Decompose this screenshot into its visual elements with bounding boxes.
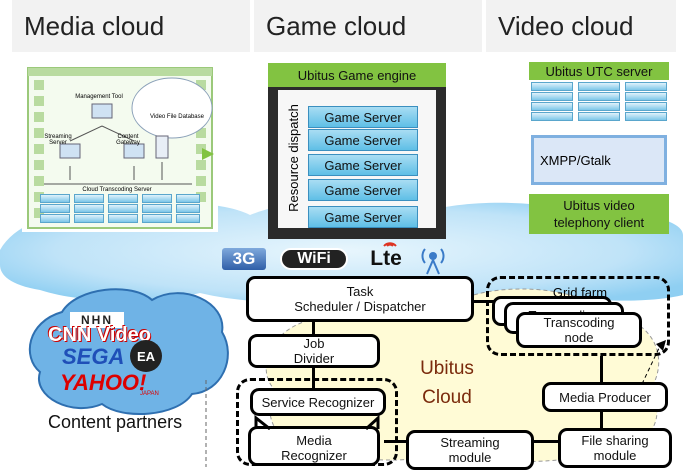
media-cloud-header: Media cloud	[12, 0, 250, 52]
file-sharing-module-box: File sharing module	[558, 428, 672, 468]
recognizer-arrows	[254, 414, 380, 430]
media-cloud-panel: Management Tool Video File Database Stre…	[22, 66, 218, 232]
cloud-transcoding-server-label: Cloud Transcoding Server	[82, 187, 152, 193]
connector-producer-vertical	[600, 410, 603, 428]
yahoo-japan-sublabel: JAPAN	[140, 391, 159, 397]
video-server-rack	[531, 80, 667, 124]
job-divider-box: Job Divider	[248, 334, 380, 368]
media-recognizer-box: Media Recognizer	[248, 426, 380, 466]
3g-icon: 3G	[222, 248, 266, 270]
wifi-icon: WiFi	[280, 248, 348, 270]
ea-logo: EA	[130, 340, 162, 372]
video-file-database-label: Video File Database	[150, 114, 204, 120]
game-cloud-header: Game cloud	[254, 0, 482, 52]
service-recognizer-box: Service Recognizer	[250, 388, 386, 416]
game-server-5: Game Server	[308, 206, 418, 228]
content-partners-label: Content partners	[48, 412, 183, 432]
broadcast-antenna-icon	[421, 248, 445, 275]
lte-signal-icon	[383, 242, 397, 247]
partner-divider-line	[205, 380, 207, 467]
utc-server-bar: Ubitus UTC server	[529, 62, 669, 80]
game-server-1: Game Server	[308, 106, 418, 128]
streaming-module-box: Streaming module	[406, 430, 534, 470]
cnn-video-logo: CNN Video	[48, 324, 151, 346]
yahoo-logo: YAHOO!	[60, 370, 147, 395]
xmpp-box: XMPP/Gtalk	[531, 135, 667, 185]
lte-icon: Lte	[370, 247, 402, 270]
resource-dispatch-label: Resource dispatch	[286, 104, 301, 212]
media-producer-box: Media Producer	[542, 382, 668, 412]
grid-farm-group	[486, 276, 670, 356]
connector-recognizer-to-streaming	[384, 440, 408, 443]
ubitus-cloud-label: Ubitus Cloud	[420, 358, 474, 408]
connector-task-to-job	[312, 322, 315, 336]
game-engine-bar: Ubitus Game engine	[268, 63, 446, 87]
game-server-4: Game Server	[308, 179, 418, 201]
telephony-client-bar: Ubitus video telephony client	[529, 194, 669, 234]
transcoding-node-box: Transcoding node	[516, 312, 642, 348]
game-server-3: Game Server	[308, 154, 418, 176]
management-tool-label: Management Tool	[75, 94, 123, 100]
connector-streaming-to-filesharing	[532, 440, 560, 443]
sega-logo: SEGA	[62, 344, 125, 369]
content-gateway-label: Content Gateway	[116, 134, 140, 146]
video-cloud-header: Video cloud	[486, 0, 676, 52]
arrow-producer-to-grid	[641, 340, 666, 385]
media-server-rack	[40, 194, 200, 224]
nhn-logo: NHN	[70, 312, 124, 328]
streaming-server-label: Streaming Server	[44, 134, 72, 146]
connector-task-to-grid	[474, 300, 498, 303]
game-server-2: Game Server	[308, 129, 418, 151]
connector-job-to-recognizer	[312, 366, 315, 388]
task-scheduler-box: Task Scheduler / Dispatcher	[246, 276, 474, 322]
connector-grid-to-producer	[600, 356, 603, 382]
